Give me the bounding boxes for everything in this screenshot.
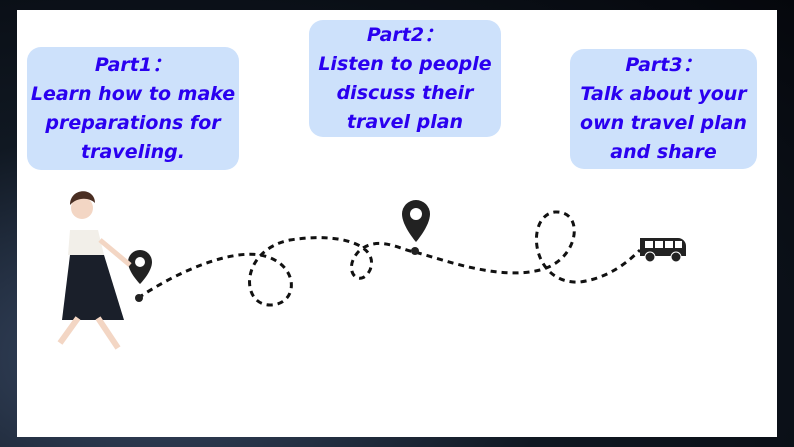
part2-line: discuss their <box>336 81 474 104</box>
part3-line: and share <box>610 141 717 163</box>
part3-line: Talk about your <box>580 83 747 105</box>
part1-box: Part1： Learn how to make preparations fo… <box>27 47 239 170</box>
part1-line: Learn how to make <box>30 82 236 105</box>
part2-line: travel plan <box>346 110 464 133</box>
part1-line: traveling. <box>81 140 185 163</box>
part1-title: Part1： <box>94 53 172 76</box>
location-pin-icon <box>128 250 152 302</box>
part3-title: Part3： <box>625 54 702 76</box>
walking-girl-illustration <box>57 191 132 350</box>
dotted-route <box>137 210 642 307</box>
bus-icon <box>640 238 686 263</box>
location-pin-icon <box>402 200 430 255</box>
part2-box: Part2： Listen to people discuss their tr… <box>309 20 501 137</box>
part3-box: Part3： Talk about your own travel plan a… <box>570 49 757 169</box>
part1-line: preparations for <box>45 111 221 134</box>
part2-line: Listen to people <box>318 52 492 75</box>
part3-line: own travel plan <box>580 112 747 134</box>
part2-title: Part2： <box>366 23 444 46</box>
